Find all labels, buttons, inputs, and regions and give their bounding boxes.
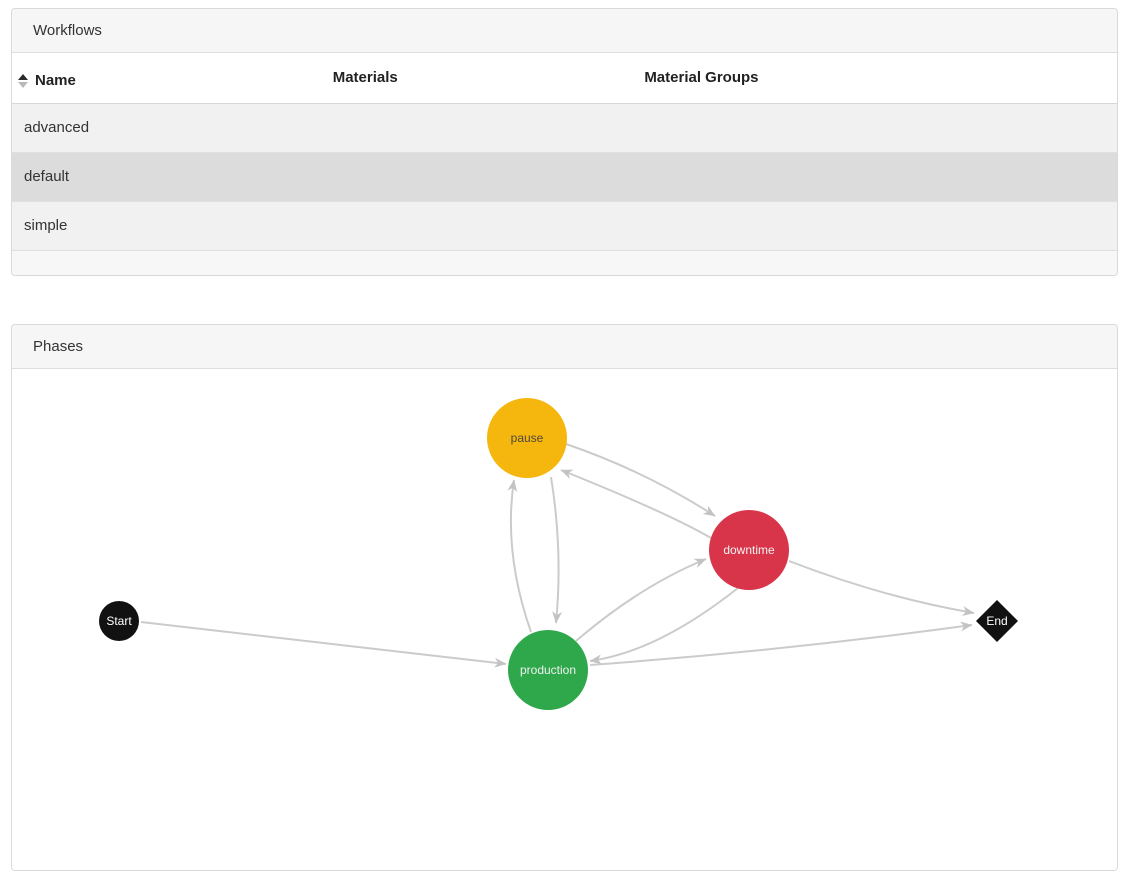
phases-panel-title: Phases: [12, 325, 1117, 369]
workflows-panel: Workflows Name Materials Material Groups a…: [11, 8, 1118, 276]
phase-node-downtime[interactable]: downtime: [709, 510, 789, 590]
workflows-table-header: Name Materials Material Groups: [12, 53, 1117, 104]
node-layer: Start pause downtime production End: [99, 398, 1018, 710]
workflow-row-simple[interactable]: simple: [12, 200, 1117, 250]
workflows-table: Name Materials Material Groups advanced def…: [12, 53, 1117, 250]
phase-node-end[interactable]: End: [976, 600, 1018, 642]
column-header-material-groups: Material Groups: [636, 53, 1117, 104]
phase-node-pause[interactable]: pause: [487, 398, 567, 478]
table-cell: [636, 151, 1117, 201]
start-label: Start: [106, 614, 132, 628]
page: Workflows Name Materials Material Groups a…: [11, 8, 1118, 871]
column-header-name[interactable]: Name: [12, 53, 325, 104]
workflows-table-footer: [12, 250, 1117, 275]
edge-downtime-end: [788, 560, 975, 617]
edge-downtime-production: [589, 587, 739, 665]
production-label: production: [520, 663, 576, 677]
table-cell: [636, 103, 1117, 152]
workflows-panel-title: Workflows: [12, 9, 1117, 53]
pause-shape: [487, 398, 567, 478]
table-cell: [636, 200, 1117, 250]
table-cell: default: [12, 151, 325, 201]
edge-production-pause: [507, 479, 532, 633]
edge-production-end: [589, 621, 973, 666]
phases-panel: Phases Start pause downtime production End: [11, 324, 1118, 871]
phase-graph: Start pause downtime production End: [99, 398, 1018, 710]
start-shape: [99, 601, 139, 641]
workflow-row-advanced[interactable]: advanced: [12, 103, 1117, 152]
end-shape: [976, 600, 1018, 642]
edge-pause-downtime: [565, 443, 716, 517]
table-cell: [324, 200, 637, 250]
phase-node-start[interactable]: Start: [99, 601, 139, 641]
downtime-shape: [709, 510, 789, 590]
table-cell: [324, 151, 637, 201]
sort-icon: [18, 73, 28, 88]
workflow-row-default[interactable]: default: [12, 151, 1117, 201]
edge-downtime-pause: [560, 469, 712, 539]
column-header-materials: Materials: [324, 53, 637, 104]
end-label: End: [986, 614, 1007, 628]
workflows-header-row: Name Materials Material Groups: [12, 53, 1117, 104]
pause-label: pause: [511, 431, 544, 445]
edge-production-downtime: [575, 558, 707, 642]
column-label: Name: [35, 72, 76, 89]
table-cell: simple: [12, 200, 325, 250]
edge-pause-production: [550, 476, 563, 624]
edge-start-production: [140, 621, 507, 668]
column-label: Materials: [332, 69, 398, 87]
phases-graph-body: Start pause downtime production End: [12, 369, 1117, 870]
downtime-label: downtime: [723, 543, 775, 557]
column-label: Material Groups: [644, 69, 759, 87]
table-cell: [325, 103, 637, 152]
edge-layer: [140, 443, 975, 668]
phase-node-production[interactable]: production: [508, 630, 588, 710]
production-shape: [508, 630, 588, 710]
table-cell: advanced: [24, 119, 90, 136]
